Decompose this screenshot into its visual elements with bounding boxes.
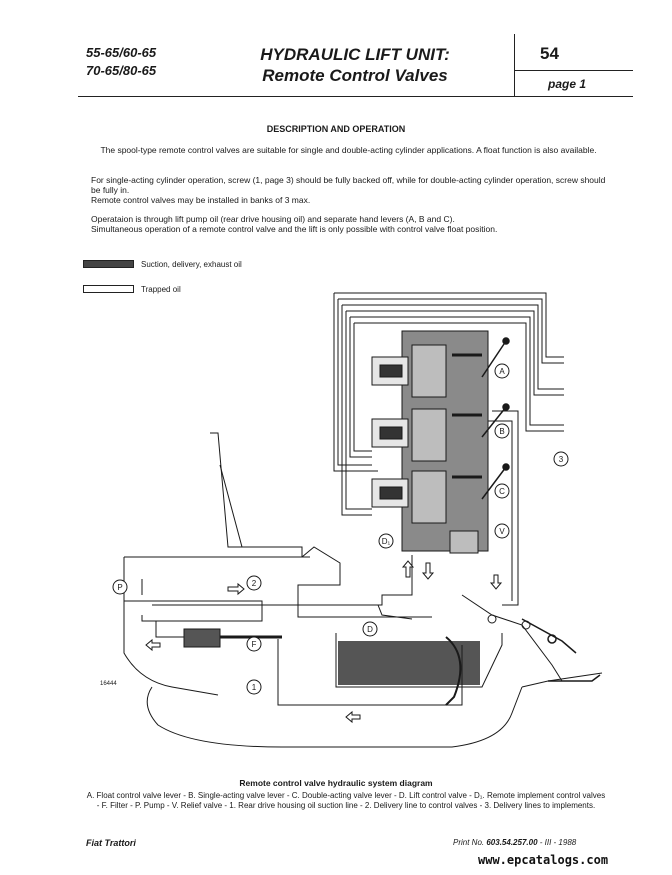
- title-line-1: HYDRAULIC LIFT UNIT:: [260, 45, 450, 64]
- page-box-divider: [514, 70, 633, 71]
- hydraulic-lines: [124, 555, 563, 706]
- control-levers: [481, 337, 510, 500]
- paragraph-single-acting-line-1: For single-acting cylinder operation, sc…: [91, 175, 606, 195]
- label-D1: D₁: [382, 537, 391, 546]
- print-prefix: Print No.: [453, 838, 485, 847]
- legend-trapped: Trapped oil: [83, 283, 181, 295]
- label-V: V: [499, 527, 505, 536]
- callout-labels: A B C V D₁ D P F 1 2 3 16444: [100, 363, 569, 695]
- label-2: 2: [252, 579, 257, 588]
- label-B: B: [499, 427, 504, 436]
- paragraph-operation-line-1: Operataion is through lift pump oil (rea…: [91, 214, 455, 224]
- label-3: 3: [559, 455, 564, 464]
- print-number: 603.54.257.00: [486, 838, 538, 847]
- watermark-url: www.epcatalogs.com: [478, 853, 609, 867]
- paragraph-operation: Operataion is through lift pump oil (rea…: [91, 214, 606, 234]
- label-A: A: [499, 367, 505, 376]
- page-title: HYDRAULIC LIFT UNIT: Remote Control Valv…: [210, 44, 500, 86]
- label-1: 1: [252, 683, 257, 692]
- paragraph-single-acting-line-2: Remote control valves may be installed i…: [91, 195, 311, 205]
- flow-arrows: [145, 560, 503, 724]
- label-F: F: [252, 640, 257, 649]
- legend-light-label: Trapped oil: [141, 284, 181, 294]
- title-line-2: Remote Control Valves: [262, 66, 448, 85]
- paragraph-operation-line-2: Simultaneous operation of a remote contr…: [91, 224, 498, 234]
- print-suffix: - III - 1988: [539, 838, 577, 847]
- figure-number: 16444: [100, 681, 117, 687]
- legend-light-swatch: [83, 285, 134, 293]
- label-D: D: [367, 625, 373, 634]
- tractor-outline: [123, 432, 603, 748]
- header-divider-horizontal: [78, 96, 633, 97]
- paragraph-intro: The spool-type remote control valves are…: [100, 145, 597, 155]
- header-divider-vertical: [514, 34, 515, 96]
- footer-brand: Fiat Trattori: [86, 838, 136, 848]
- page-label: page 1: [548, 77, 587, 91]
- lift-arms: [521, 618, 601, 682]
- diagram-caption-legend: A. Float control valve lever - B. Single…: [86, 791, 606, 810]
- model-numbers: 55-65/60-65 70-65/80-65: [86, 44, 156, 80]
- label-C: C: [499, 487, 505, 496]
- legend-suction: Suction, delivery, exhaust oil: [83, 258, 242, 270]
- models-line-2: 70-65/80-65: [86, 63, 157, 78]
- section-heading: DESCRIPTION AND OPERATION: [266, 124, 406, 134]
- footer-print-number: Print No. 603.54.257.00 - III - 1988: [453, 838, 576, 847]
- models-line-1: 55-65/60-65: [86, 45, 157, 60]
- hydraulic-system-diagram: A B C V D₁ D P F 1 2 3 16444: [100, 292, 603, 748]
- delivery-lines-bundle: [333, 292, 564, 606]
- diagram-caption-title: Remote control valve hydraulic system di…: [239, 778, 433, 788]
- control-valve-bank: [371, 330, 489, 554]
- section-number: 54: [540, 44, 559, 63]
- label-P: P: [117, 583, 122, 592]
- paragraph-single-acting: For single-acting cylinder operation, sc…: [91, 175, 606, 205]
- legend-dark-label: Suction, delivery, exhaust oil: [141, 259, 242, 269]
- legend-dark-swatch: [83, 260, 134, 268]
